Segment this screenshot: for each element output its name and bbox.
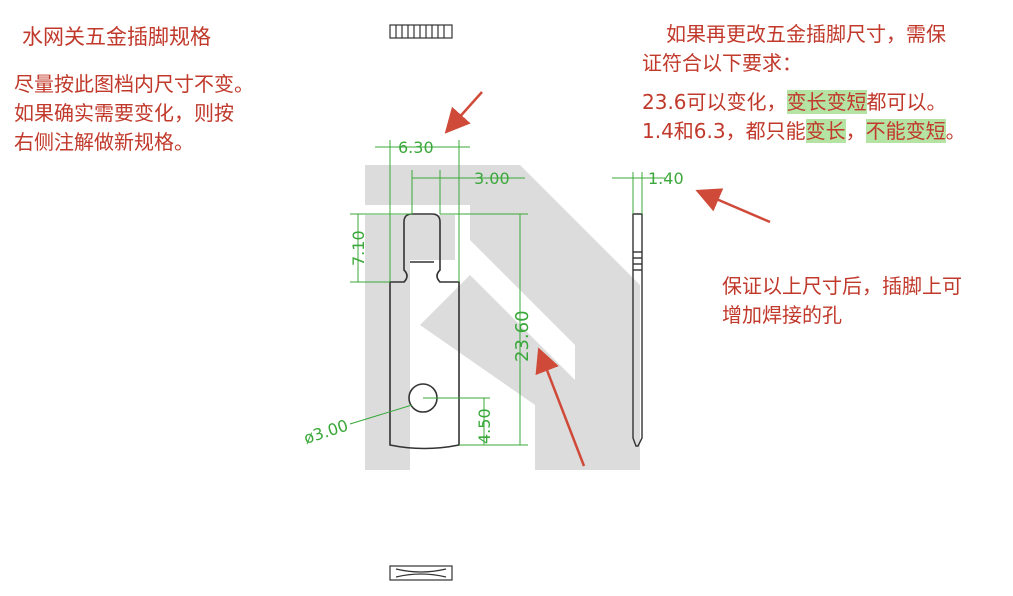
req1-suffix: 都可以。 <box>866 90 947 114</box>
requirement-list: 23.6可以变化，变长变短都可以。 1.4和6.3，都只能变长，不能变短。 <box>642 88 966 146</box>
right-note-line-1: 如果再更改五金插脚尺寸，需保 <box>666 22 946 46</box>
left-note-line-2: 如果确实需要变化，则按 <box>14 101 234 125</box>
right-note-line-2: 证符合以下要求： <box>642 51 802 75</box>
dim-tab-height: 7.10 <box>349 230 368 266</box>
left-note-line-3: 右侧注解做新规格。 <box>14 130 194 154</box>
dim-tab-offset: 3.00 <box>474 169 510 188</box>
dim-total-length: 23.60 <box>512 310 533 362</box>
req2-highlight-2: 不能变短 <box>865 119 946 143</box>
welding-hole-note: 保证以上尺寸后，插脚上可 增加焊接的孔 <box>722 272 962 330</box>
dim-hole-diameter: ø3.00 <box>301 416 350 448</box>
req2-mid: ， <box>845 119 866 143</box>
dim-width-top: 6.30 <box>398 138 434 157</box>
req1-prefix: 23.6可以变化， <box>642 90 787 114</box>
req2-prefix: 1.4和6.3，都只能 <box>642 119 806 143</box>
req2-highlight-1: 变长 <box>805 119 846 143</box>
bottom-view <box>389 565 453 581</box>
dim-hole-height: 4.50 <box>475 408 494 444</box>
bottom-note-line-2: 增加焊接的孔 <box>722 303 842 327</box>
req1-highlight: 变长变短 <box>786 90 867 114</box>
requirement-line-1: 23.6可以变化，变长变短都可以。 <box>642 88 966 117</box>
bottom-note-line-1: 保证以上尺寸后，插脚上可 <box>722 274 962 298</box>
drawing-title: 水网关五金插脚规格 <box>22 25 211 49</box>
watermark-logo <box>365 165 640 470</box>
right-instruction-note: 如果再更改五金插脚尺寸，需保 证符合以下要求： <box>642 20 946 78</box>
dim-thickness: 1.40 <box>648 169 684 188</box>
left-instruction-note: 尽量按此图档内尺寸不变。 如果确实需要变化，则按 右侧注解做新规格。 <box>14 70 254 157</box>
req2-suffix: 。 <box>945 119 966 143</box>
dimension-lines <box>349 140 665 446</box>
top-view <box>389 24 453 39</box>
left-note-line-1: 尽量按此图档内尺寸不变。 <box>14 72 254 96</box>
annotation-arrows <box>444 91 771 467</box>
requirement-line-2: 1.4和6.3，都只能变长，不能变短。 <box>642 117 966 146</box>
